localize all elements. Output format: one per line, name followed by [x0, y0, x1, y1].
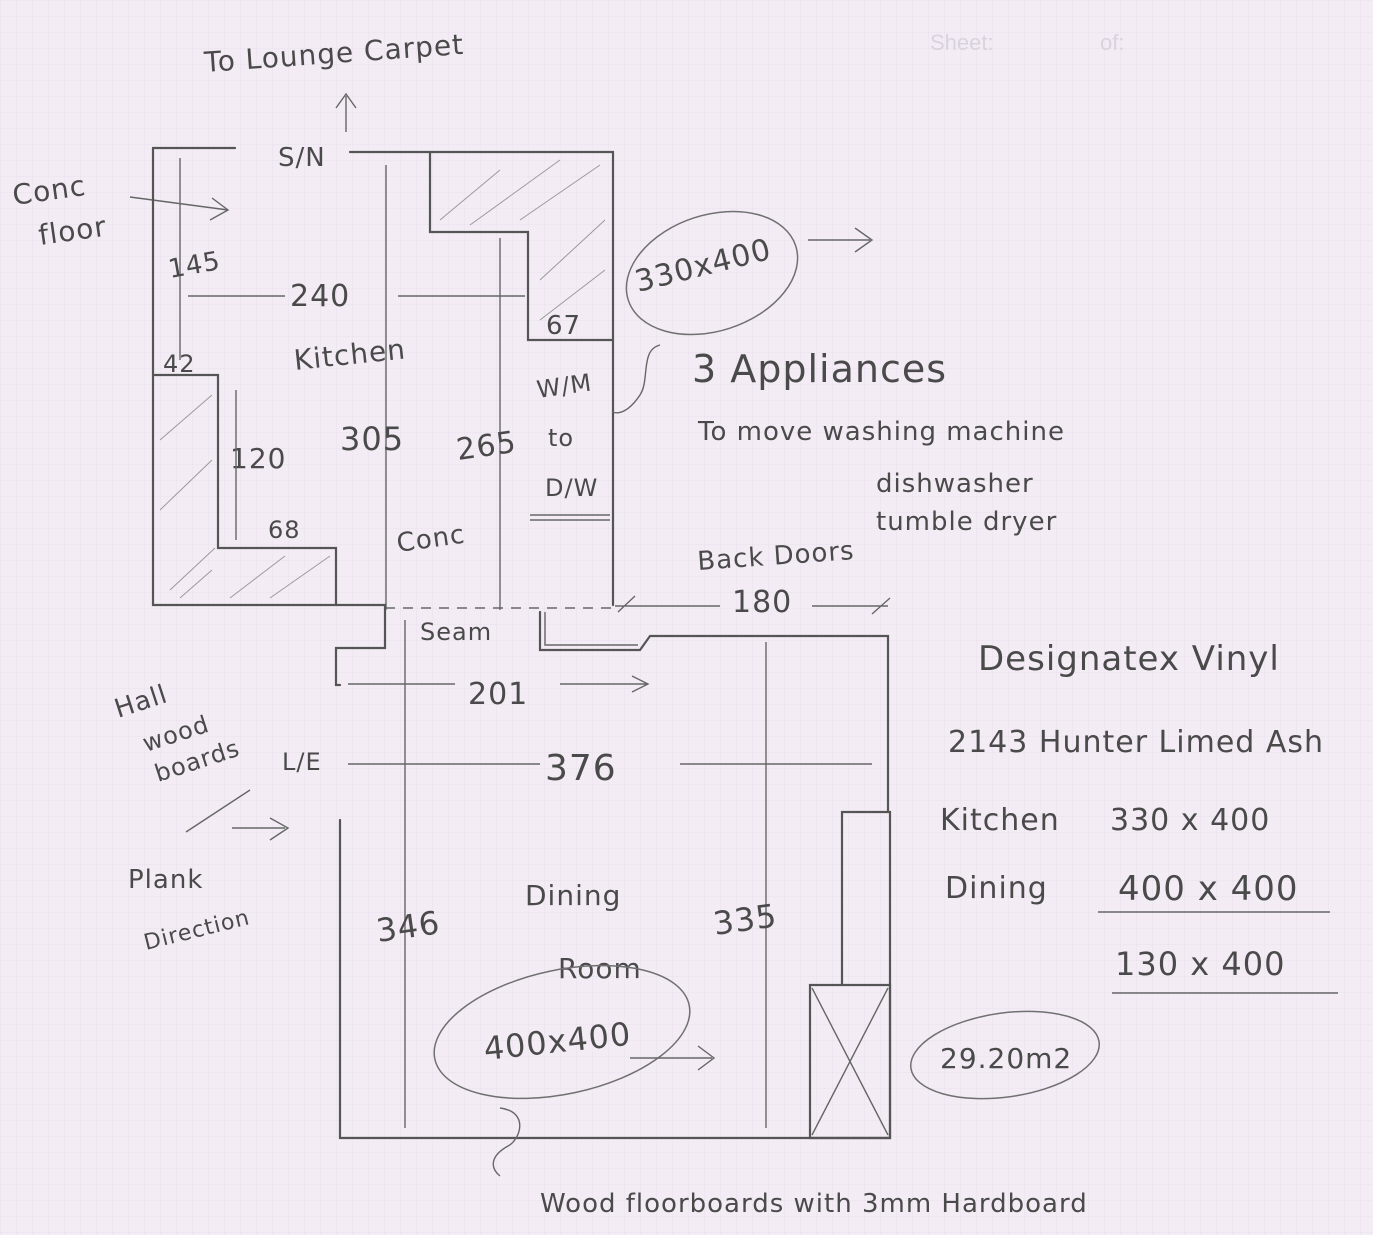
appliances-line2: dishwasher [876, 469, 1034, 499]
hall-arrow-icon [232, 817, 290, 841]
kitchen-arrow-icon [808, 227, 874, 253]
appliance-curve-icon [611, 344, 661, 414]
dim-68: 68 [268, 516, 301, 544]
back-doors-width: 180 [732, 585, 792, 620]
dim-335: 335 [711, 896, 780, 943]
dining-arrow-icon [630, 1045, 716, 1071]
conc-floor-arrow-icon [129, 196, 230, 221]
kitchen-size-oval [625, 210, 799, 336]
dining-size-oval [433, 964, 691, 1100]
appliances-line1: To move washing machine [697, 417, 1065, 447]
spec-row3-size: 130 x 400 [1115, 945, 1285, 983]
dim-346: 346 [374, 903, 443, 950]
plank-line1: Plank [128, 865, 203, 895]
bottom-squiggle-icon [492, 1107, 521, 1177]
hall-line4: L/E [282, 748, 322, 776]
room-label: Room [558, 952, 642, 985]
up-arrow-icon [335, 92, 357, 132]
spec-code: 2143 Hunter Limed Ash [948, 725, 1324, 760]
appliances-line3: tumble dryer [876, 507, 1057, 537]
sheet-label: Sheet: [930, 30, 994, 55]
counter-hatching [159, 159, 606, 599]
dim-42: 42 [163, 350, 196, 378]
sin-label: S/N [278, 143, 326, 173]
spec-total: 29.20m2 [940, 1042, 1072, 1075]
dim-120: 120 [230, 442, 286, 475]
appliances-title: 3 Appliances [692, 347, 947, 391]
dim-240: 240 [290, 279, 350, 314]
bottom-note: Wood floorboards with 3mm Hardboard [540, 1189, 1088, 1219]
dim-376: 376 [545, 748, 617, 789]
dining-walls [334, 603, 892, 1140]
dining-label: Dining [525, 879, 621, 912]
to-label: to [548, 424, 574, 452]
of-label: of: [1100, 30, 1124, 55]
dim-67: 67 [546, 311, 581, 341]
spec-row2-room: Dining [945, 871, 1048, 906]
dim-265: 265 [454, 425, 519, 468]
total-oval [909, 1010, 1101, 1100]
dim-201: 201 [468, 677, 528, 712]
dim-305: 305 [340, 420, 404, 458]
spec-row1-size: 330 x 400 [1110, 803, 1270, 838]
seam-label: Seam [420, 618, 492, 646]
spec-row1-room: Kitchen [940, 803, 1060, 838]
spec-product: Designatex Vinyl [978, 639, 1280, 679]
kitchen-walls [151, 146, 615, 610]
hall-slash [185, 789, 251, 833]
spec-row2-size: 400 x 400 [1118, 869, 1299, 909]
dw-label: D/W [545, 474, 598, 502]
